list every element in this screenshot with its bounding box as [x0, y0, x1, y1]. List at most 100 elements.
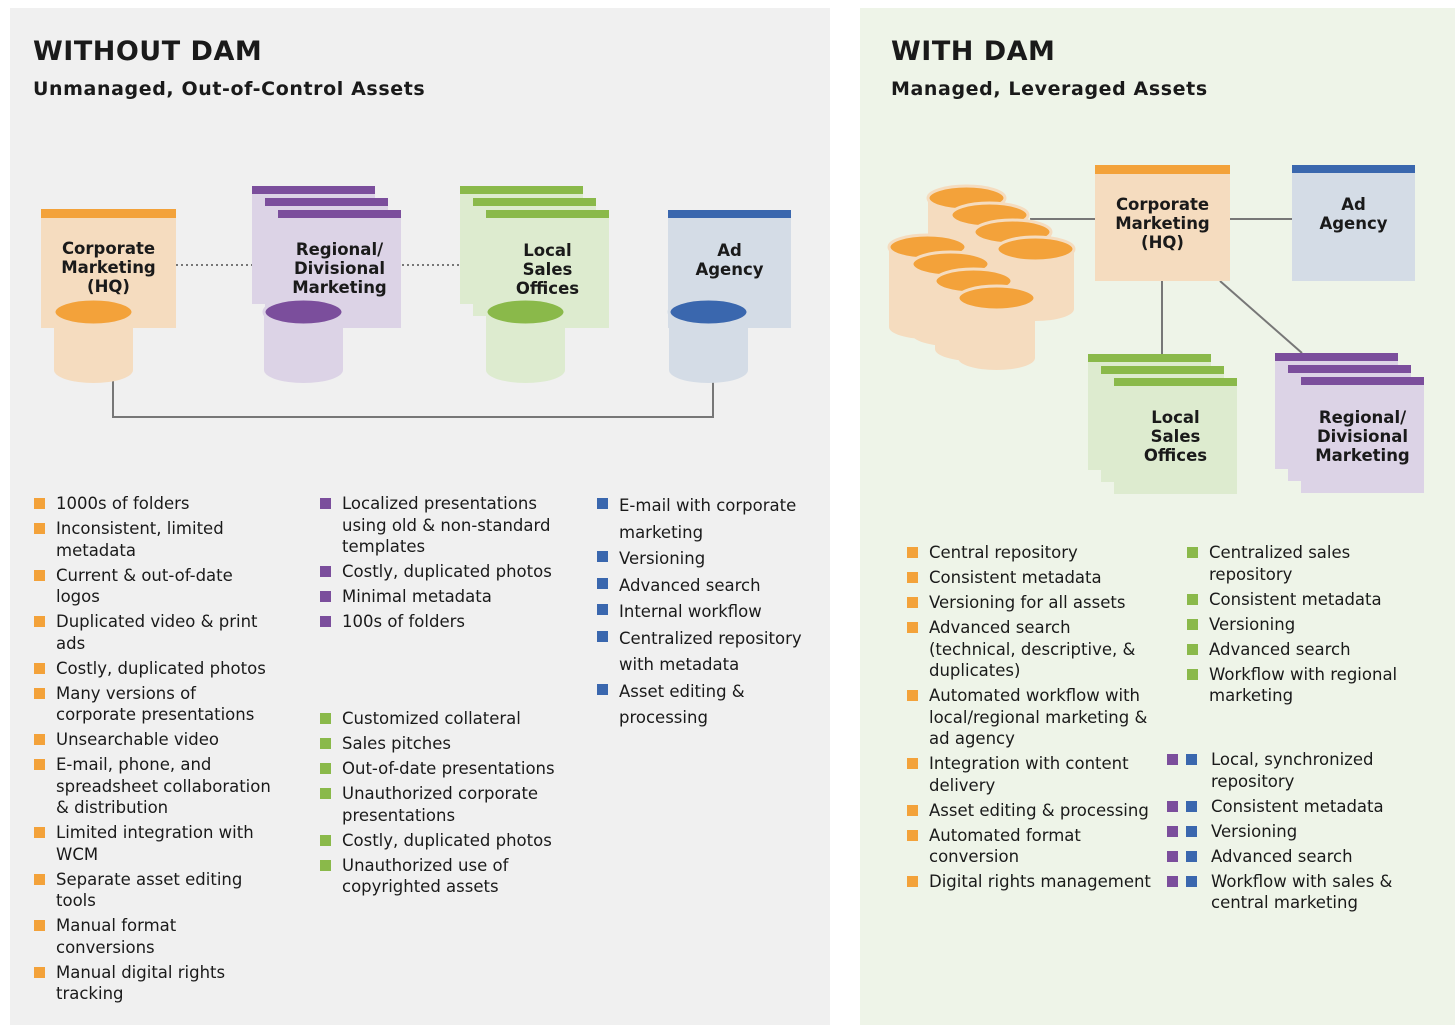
- list-item-text: Consistent metadata: [1211, 796, 1384, 816]
- orange-square-bullet-icon: [34, 759, 45, 770]
- list-item: Versioning: [597, 546, 812, 573]
- orange-square-bullet-icon: [907, 758, 918, 769]
- list-item-text: 100s of folders: [342, 612, 465, 631]
- list-item: Many versions of corporate presentations: [34, 683, 279, 726]
- list-item-text: Minimal metadata: [342, 587, 492, 606]
- list-item-text: Costly, duplicated photos: [342, 830, 552, 850]
- list-item: Localized presentations using old & non-…: [320, 493, 560, 558]
- orange-square-bullet-icon: [34, 662, 45, 674]
- list-item: Automated workflow with local/regional m…: [907, 685, 1152, 750]
- purple-square-bullet-icon: [1167, 825, 1178, 837]
- blue-square-bullet-icon: [1186, 825, 1197, 837]
- right-local-stack: [1088, 354, 1237, 494]
- blue-square-bullet-icon: [597, 577, 608, 589]
- list-item: Advanced search: [1187, 639, 1422, 661]
- list-item-text: Limited integration with WCM: [56, 823, 254, 864]
- left-agency-database-icon: [667, 297, 750, 383]
- list-item: Unsearchable video: [34, 729, 279, 751]
- list-item: Asset editing & processing: [597, 679, 812, 732]
- green-square-bullet-icon: [320, 788, 331, 799]
- orange-square-bullet-icon: [907, 690, 918, 701]
- purple-square-bullet-icon: [1167, 800, 1178, 812]
- right-corporate-label: Corporate Marketing (HQ): [1115, 195, 1210, 252]
- left-local-database-icon: [484, 297, 567, 383]
- list-item: Limited integration with WCM: [34, 822, 279, 865]
- list-item: E-mail, phone, and spreadsheet collabora…: [34, 754, 279, 819]
- left-corporate-database-icon: [52, 297, 135, 383]
- list-item-text: Versioning for all assets: [929, 593, 1126, 612]
- list-item: Inconsistent, limited metadata: [34, 518, 279, 561]
- list-item-text: Advanced search (technical, descriptive,…: [929, 618, 1136, 680]
- list-item: Consistent metadata: [1167, 796, 1412, 818]
- list-item-text: Current & out-of-date logos: [56, 565, 233, 607]
- list-item: Unauthorized corporate presentations: [320, 783, 560, 826]
- blue-square-bullet-icon: [597, 551, 608, 562]
- left-agency-label: Ad Agency: [695, 241, 764, 279]
- orange-square-bullet-icon: [907, 597, 918, 608]
- green-square-bullet-icon: [320, 859, 331, 871]
- list-item-text: Workflow with sales & central marketing: [1211, 871, 1393, 913]
- left-subtitle: Unmanaged, Out-of-Control Assets: [33, 78, 426, 100]
- list-item: Workflow with sales & central marketing: [1167, 871, 1412, 914]
- purple-square-bullet-icon: [1167, 850, 1178, 862]
- list-item-text: Advanced search: [1211, 846, 1353, 866]
- list-item: Digital rights management: [907, 871, 1152, 893]
- orange-square-bullet-icon: [34, 523, 45, 534]
- list-item: Costly, duplicated photos: [320, 561, 560, 583]
- list-item: 100s of folders: [320, 611, 560, 633]
- list-item: Central repository: [907, 542, 1152, 564]
- list-item: Asset editing & processing: [907, 800, 1152, 822]
- right-regional-label: Regional/ Divisional Marketing: [1315, 408, 1410, 465]
- list-item-text: Sales pitches: [342, 734, 451, 753]
- list-item: Consistent metadata: [1187, 589, 1422, 611]
- orange-square-bullet-icon: [34, 827, 45, 838]
- left-purple-list: Localized presentations using old & non-…: [320, 493, 560, 636]
- list-item-text: Local, synchronized repository: [1211, 750, 1374, 791]
- list-item: Local, synchronized repository: [1167, 749, 1412, 792]
- list-item: Automated format conversion: [907, 825, 1152, 868]
- list-item-text: Many versions of corporate presentations: [56, 683, 255, 725]
- right-subtitle: Managed, Leveraged Assets: [891, 78, 1208, 100]
- list-item: Out-of-date presentations: [320, 758, 560, 780]
- bracket-connector-hq-agency: [112, 370, 714, 418]
- list-item: Advanced search (technical, descriptive,…: [907, 617, 1152, 682]
- list-item: Customized collateral: [320, 708, 560, 730]
- orange-square-bullet-icon: [34, 687, 45, 699]
- green-square-bullet-icon: [320, 738, 331, 749]
- list-item-text: Automated workflow with local/regional m…: [929, 686, 1148, 748]
- list-item-text: Automated format conversion: [929, 825, 1081, 867]
- list-item-text: Consistent metadata: [1209, 589, 1382, 609]
- left-corporate-label: Corporate Marketing (HQ): [61, 239, 156, 296]
- list-item-text: Out-of-date presentations: [342, 759, 555, 778]
- orange-square-bullet-icon: [34, 616, 45, 627]
- list-item: Current & out-of-date logos: [34, 565, 279, 608]
- right-local-label: Local Sales Offices: [1143, 408, 1208, 465]
- list-item-text: Unauthorized corporate presentations: [342, 784, 539, 825]
- orange-square-bullet-icon: [907, 572, 918, 583]
- list-item: Advanced search: [597, 573, 812, 600]
- orange-square-bullet-icon: [907, 876, 918, 887]
- blue-square-bullet-icon: [597, 683, 608, 695]
- blue-square-bullet-icon: [597, 498, 608, 509]
- right-agency-box: [1292, 165, 1415, 281]
- orange-square-bullet-icon: [34, 873, 45, 885]
- blue-square-bullet-icon: [597, 604, 608, 615]
- list-item: Integration with content delivery: [907, 753, 1152, 796]
- without-dam-panel: [10, 8, 830, 1025]
- list-item-text: Versioning: [1209, 614, 1296, 634]
- list-item: Costly, duplicated photos: [34, 658, 279, 680]
- purple-square-bullet-icon: [320, 591, 331, 602]
- list-item-text: Inconsistent, limited metadata: [56, 519, 224, 560]
- blue-square-bullet-icon: [1186, 850, 1197, 862]
- green-square-bullet-icon: [1187, 643, 1198, 655]
- list-item-text: Integration with content delivery: [929, 754, 1129, 795]
- right-title: WITH DAM: [891, 36, 1056, 67]
- list-item: Versioning: [1167, 821, 1412, 843]
- list-item-text: Separate asset editing tools: [56, 869, 243, 911]
- list-item-text: Costly, duplicated photos: [56, 658, 266, 678]
